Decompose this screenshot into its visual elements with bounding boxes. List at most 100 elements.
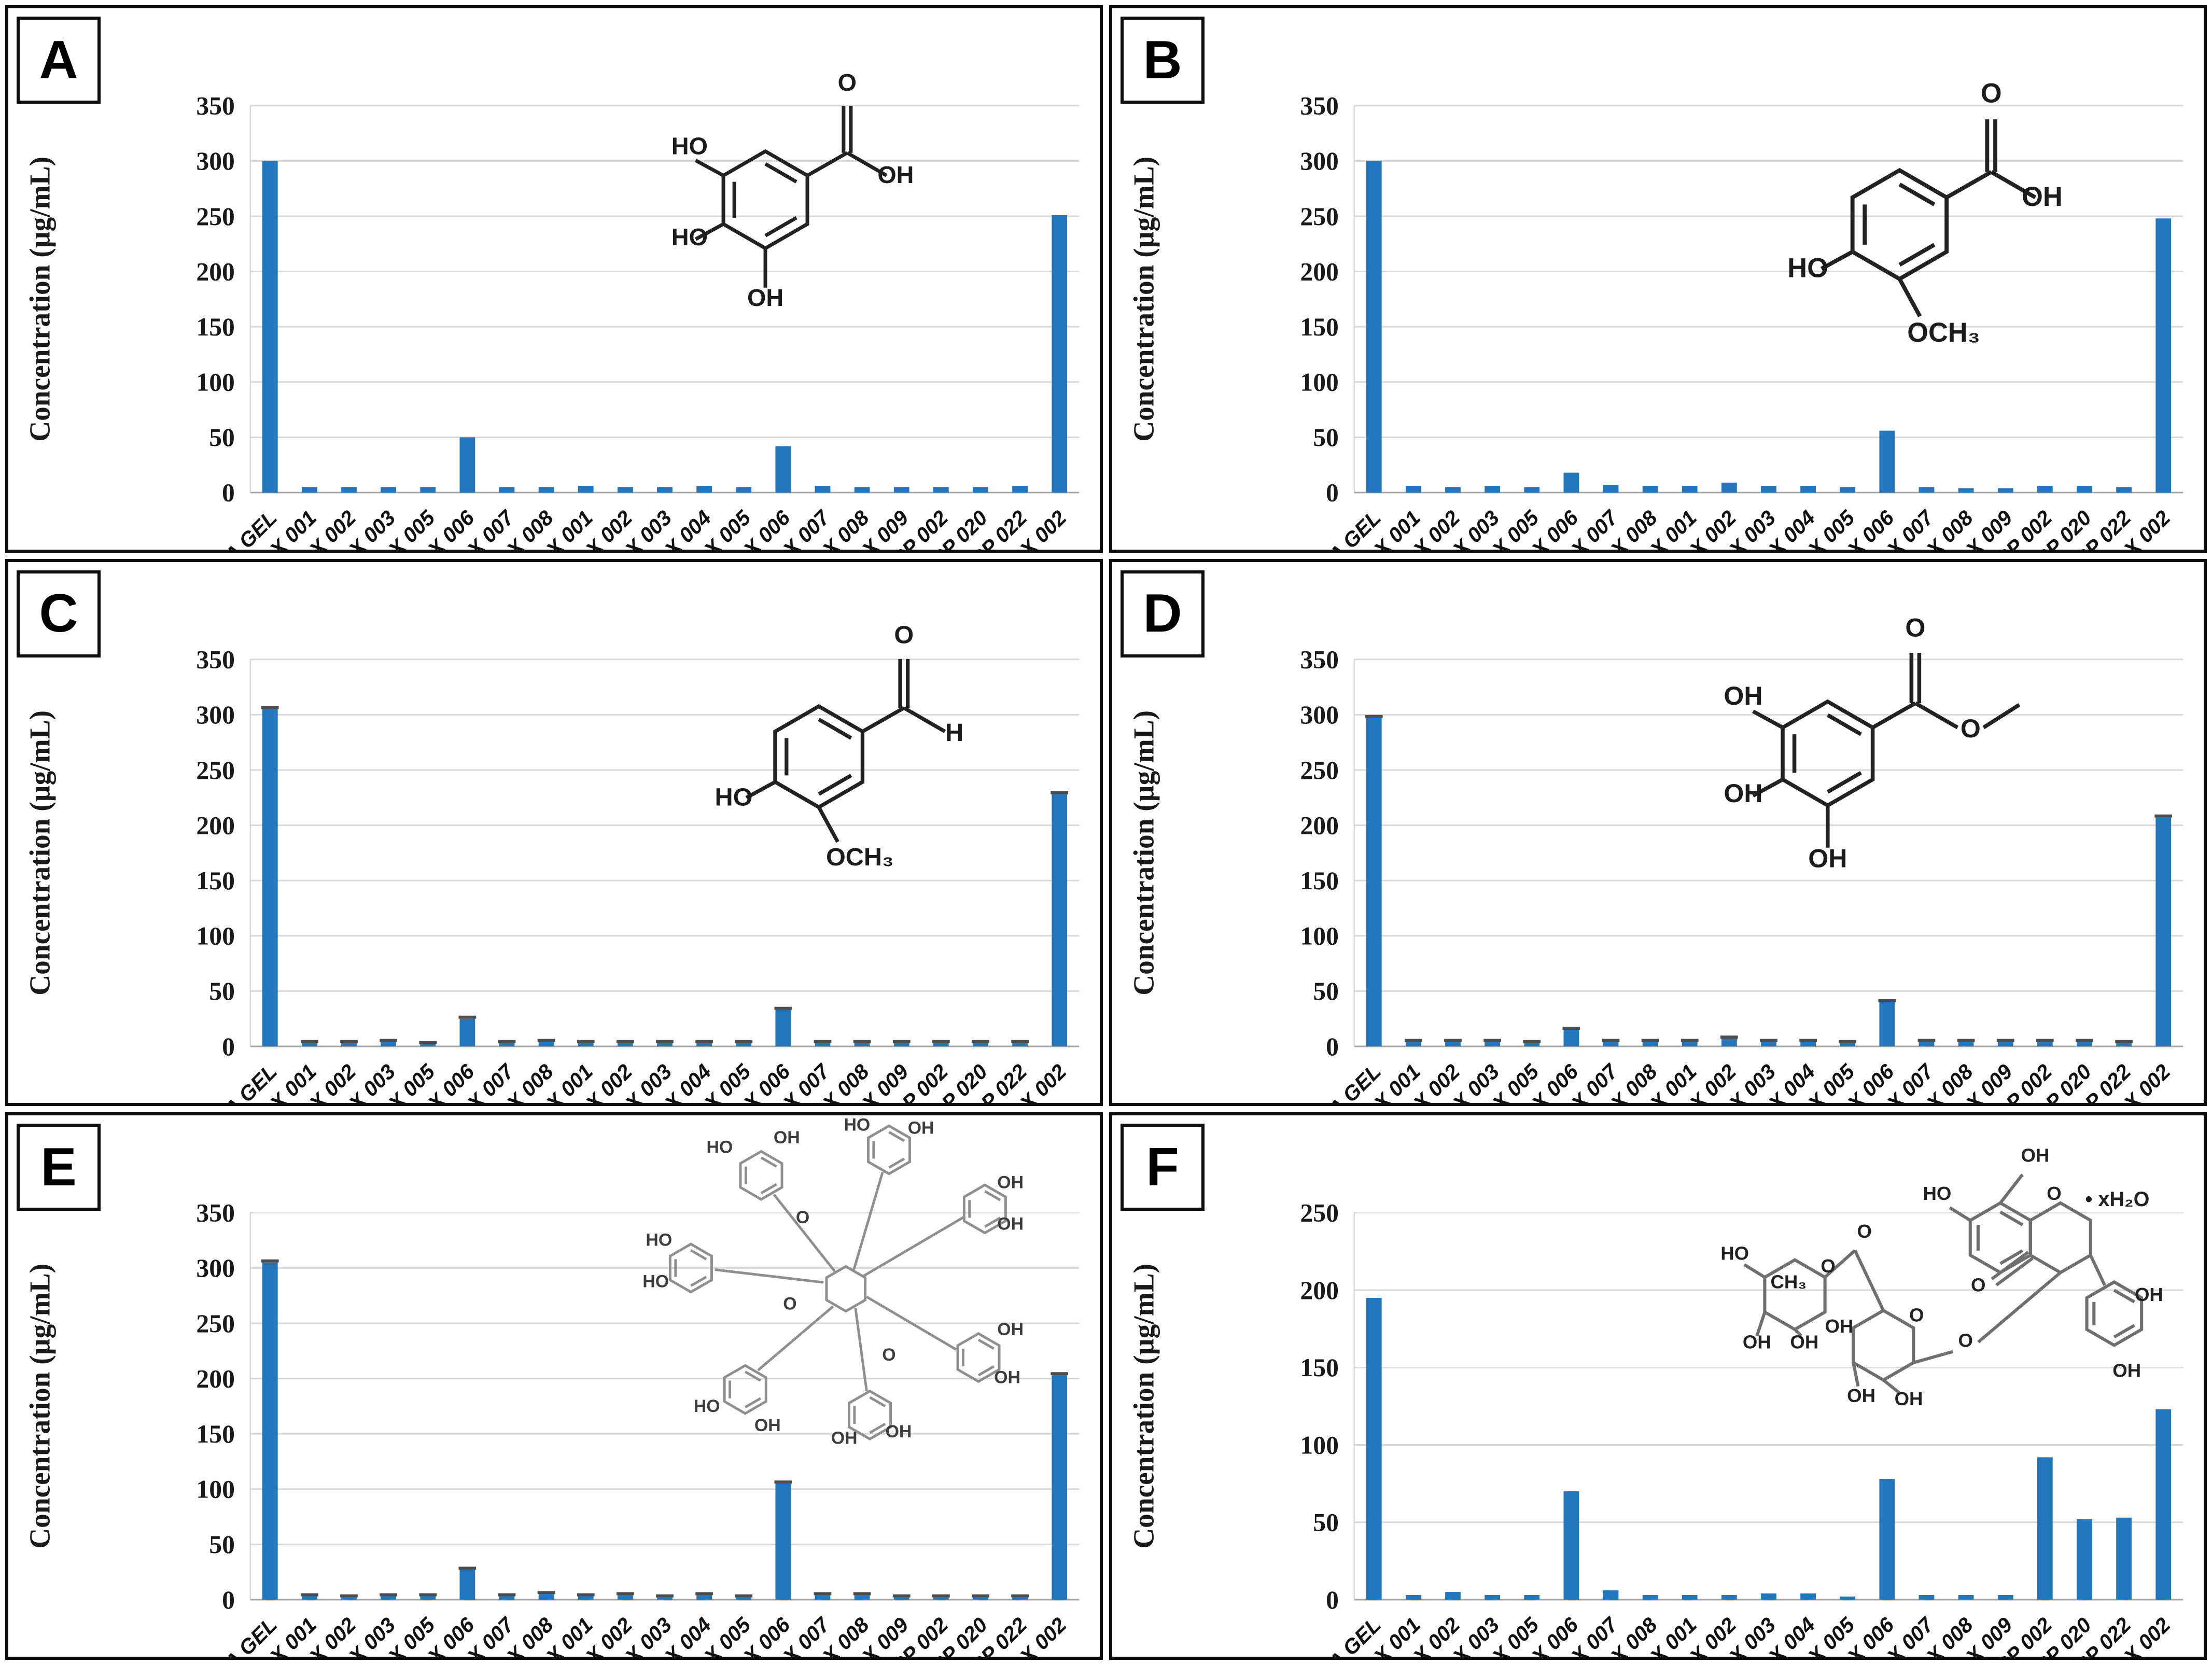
bar-WAX-001 <box>578 1596 594 1600</box>
bar-SILICA-GEL <box>262 709 278 1046</box>
bar-WAX-009 <box>1997 1595 2013 1600</box>
bar-SAX-008 <box>538 487 554 493</box>
y-tick-label: 50 <box>1313 1508 1339 1537</box>
bar-SAX-008 <box>538 1042 554 1046</box>
bar-SAX-001 <box>1405 486 1421 493</box>
atom-label: O <box>1981 79 2002 109</box>
error-cap <box>616 1592 634 1596</box>
atom-label: OH <box>831 1428 858 1448</box>
bond <box>1794 1328 1802 1337</box>
bar-RP-022 <box>1012 1043 1028 1046</box>
bond <box>846 151 888 177</box>
atom-label: OH <box>997 1320 1024 1339</box>
bar-WAX-008 <box>1958 1042 1974 1046</box>
bar-WAX-003 <box>657 1043 673 1046</box>
gridlines <box>250 658 1080 992</box>
bar-WAX-005 <box>736 1043 752 1046</box>
error-cap <box>1720 1035 1738 1039</box>
y-tick-label: 50 <box>209 1531 235 1559</box>
error-cap <box>1483 1039 1501 1042</box>
atom-label: O <box>1909 1305 1924 1326</box>
bar-RP-022 <box>1012 486 1028 493</box>
y-tick-label: 300 <box>196 1254 234 1283</box>
bar-SAX-008 <box>1642 1595 1658 1600</box>
bar-WCX-002 <box>1052 1375 1068 1600</box>
error-cap <box>1799 1039 1817 1042</box>
gridlines <box>250 1212 1080 1546</box>
bond <box>903 706 946 733</box>
y-tick-label: 350 <box>196 92 234 120</box>
bar-SAX-007 <box>499 1596 515 1600</box>
ring <box>825 1265 867 1313</box>
error-cap <box>458 1015 477 1019</box>
bar-WCX-002 <box>1052 794 1068 1046</box>
y-tick-label: 200 <box>1300 257 1338 286</box>
bar-WAX-002 <box>1721 482 1737 493</box>
bond <box>1752 709 1784 730</box>
bond <box>715 1268 824 1284</box>
double-bond <box>1995 1257 2034 1286</box>
bar-WAX-004 <box>1800 1042 1816 1046</box>
bar-RP-002 <box>933 1043 949 1046</box>
panel-letter-text: E <box>40 1137 77 1197</box>
bar-WAX-002 <box>1721 1595 1737 1600</box>
bar-SAX-005 <box>1524 487 1540 493</box>
error-cap <box>656 1040 674 1043</box>
bond <box>1949 1206 1971 1222</box>
aromatic-bond <box>690 1249 707 1261</box>
atom-label: HO <box>1923 1183 1951 1204</box>
bond <box>694 158 724 177</box>
bond <box>862 1215 965 1277</box>
atom-label: O <box>783 1294 796 1313</box>
bar-SAX-005 <box>1524 1043 1540 1046</box>
atom-label: OH <box>877 161 914 188</box>
y-tick-label: 200 <box>196 811 234 840</box>
bond <box>1871 701 1916 730</box>
bar-WAX-005 <box>736 1598 752 1600</box>
error-cap <box>1839 1040 1857 1043</box>
bar-WAX-008 <box>854 487 870 493</box>
bar-WAX-006 <box>1879 430 1895 493</box>
y-tick-label: 100 <box>196 368 234 397</box>
bond <box>757 1305 834 1372</box>
ring <box>1851 1308 1915 1382</box>
y-tick-label: 300 <box>1300 701 1338 729</box>
y-axis-title: Concentration (µg/mL) <box>1128 710 1159 996</box>
bond <box>1982 703 2021 730</box>
bars <box>261 706 1069 1046</box>
aromatic-bond <box>744 1370 761 1382</box>
error-cap <box>1562 1026 1580 1030</box>
error-cap <box>537 1591 555 1594</box>
y-tick-label: 100 <box>196 921 234 950</box>
y-tick-label: 350 <box>196 1199 234 1227</box>
ring <box>668 1242 713 1294</box>
atom-label: • xH₂O <box>2085 1188 2149 1211</box>
panel-letter-text: A <box>39 30 78 90</box>
bar-WAX-001 <box>1682 1042 1698 1046</box>
atom-label: OH <box>1808 844 1847 873</box>
bond <box>817 806 839 843</box>
bar-SAX-008 <box>1642 1042 1658 1046</box>
y-tick-label: 150 <box>196 1420 234 1448</box>
bar-RP-020 <box>973 1043 988 1046</box>
bar-WAX-008 <box>854 1043 870 1046</box>
bar-WAX-009 <box>893 1043 909 1046</box>
aromatic-bond <box>888 1130 905 1142</box>
y-tick-label: 200 <box>1300 1276 1338 1305</box>
error-cap <box>1365 715 1383 718</box>
error-cap <box>892 1594 911 1598</box>
y-tick-label: 150 <box>196 313 234 341</box>
ring <box>723 1364 767 1415</box>
bar-SILICA-GEL <box>1366 161 1382 493</box>
bar-RP-020 <box>2077 486 2092 493</box>
atom-label: HO <box>1787 254 1828 284</box>
bar-RP-020 <box>973 1598 988 1600</box>
error-cap <box>1011 1594 1029 1598</box>
bar-WAX-002 <box>1721 1038 1737 1046</box>
bar-WAX-009 <box>893 487 909 493</box>
